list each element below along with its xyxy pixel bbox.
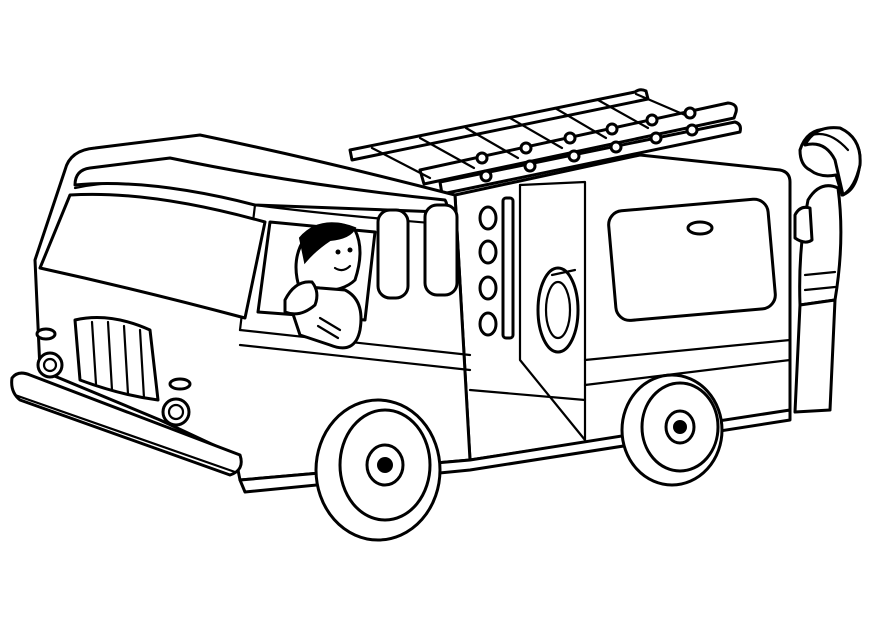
front-bumper bbox=[10, 371, 243, 477]
standing-firefighter bbox=[793, 126, 862, 414]
headlights bbox=[35, 327, 192, 427]
rear-handle bbox=[686, 220, 714, 236]
side-portholes bbox=[478, 196, 515, 340]
roof-ladder bbox=[348, 88, 742, 196]
bumper-edge bbox=[13, 393, 237, 474]
grille bbox=[73, 316, 160, 402]
cab-window-right bbox=[423, 203, 459, 297]
windshield bbox=[38, 192, 267, 320]
driver-firefighter bbox=[283, 222, 363, 350]
front-wheel bbox=[314, 398, 442, 542]
rear-window bbox=[607, 197, 777, 322]
cab-window-left bbox=[376, 208, 410, 300]
hose-reel bbox=[536, 266, 580, 354]
rear-wheel bbox=[620, 373, 724, 487]
